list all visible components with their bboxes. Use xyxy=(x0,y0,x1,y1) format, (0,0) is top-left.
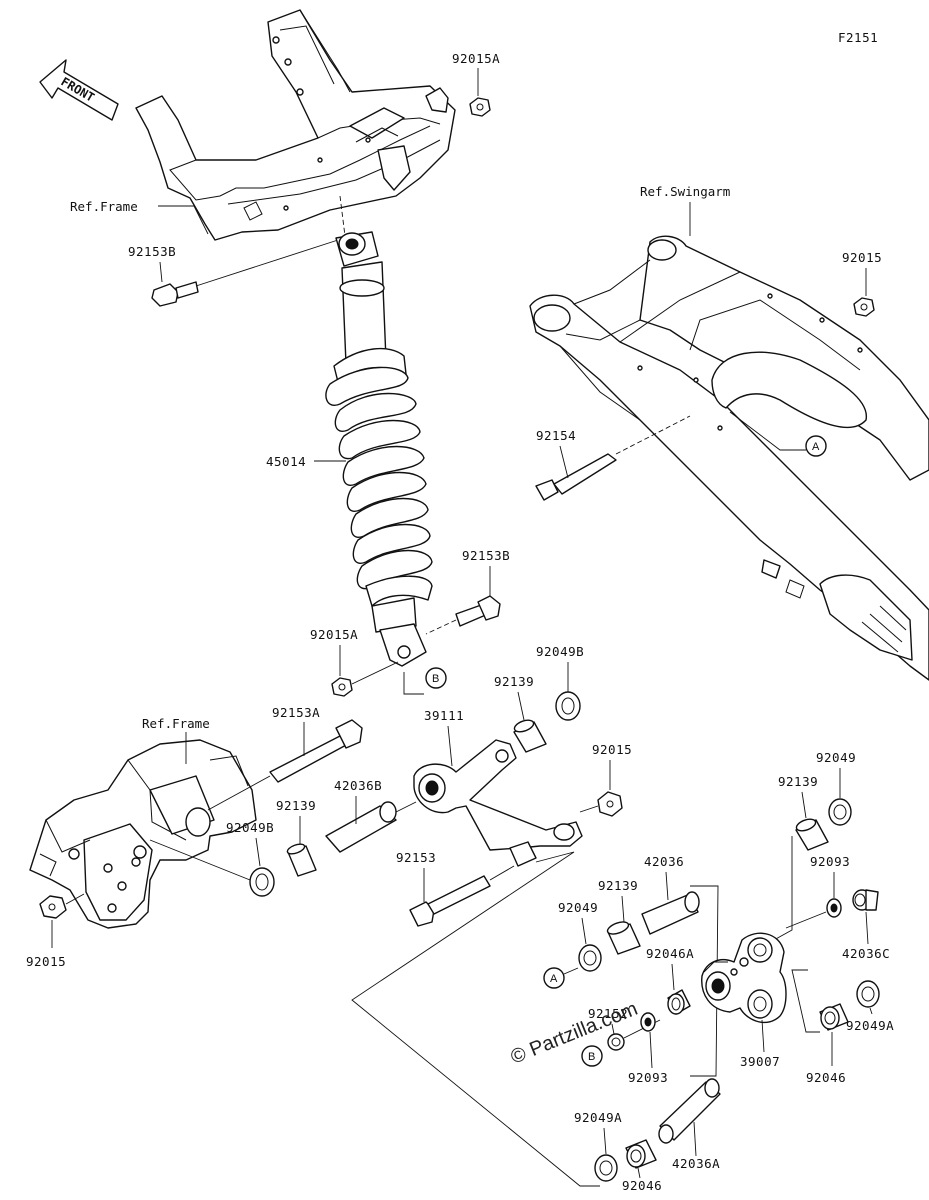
ref-frame-top-label: Ref.Frame xyxy=(70,199,138,214)
nut-92015-swingarm xyxy=(853,297,875,317)
bearing-92046-right xyxy=(819,1003,849,1031)
partzilla-watermark: © Partzilla.com xyxy=(508,998,641,1069)
label-92015A-low: 92015A xyxy=(310,627,358,642)
label-92153: 92153 xyxy=(396,850,436,865)
collar-42036C xyxy=(852,889,879,911)
label-45014: 45014 xyxy=(266,454,306,469)
seal-92049B-left xyxy=(249,867,275,897)
nut-92015A-low xyxy=(331,677,353,697)
sleeve-42036A xyxy=(658,1078,721,1144)
label-92049-left: 92049 xyxy=(558,900,598,915)
sleeve-42036B xyxy=(325,801,397,853)
label-92139-d: 92139 xyxy=(598,878,638,893)
shock-absorber-45014 xyxy=(325,231,433,667)
label-42036C: 42036C xyxy=(842,946,890,961)
label-92139-a: 92139 xyxy=(494,674,534,689)
label-92015-mid: 92015 xyxy=(592,742,632,757)
collar-92139-a xyxy=(513,719,547,753)
collar-92139-c xyxy=(795,818,829,851)
label-92046-low: 92046 xyxy=(622,1178,662,1193)
ring-92093-low xyxy=(640,1012,656,1032)
frame-top-illustration xyxy=(135,9,456,245)
label-92049B-left: 92049B xyxy=(226,820,274,835)
label-92154: 92154 xyxy=(536,428,576,443)
callout-b-shock: B xyxy=(432,673,439,685)
label-92049A-low: 92049A xyxy=(574,1110,622,1125)
bolt-92153A xyxy=(269,719,363,783)
bearing-92046-low xyxy=(625,1139,657,1169)
label-42036A: 42036A xyxy=(672,1156,720,1171)
bolt-92154 xyxy=(535,453,617,501)
label-92139-c: 92139 xyxy=(778,774,818,789)
label-39111: 39111 xyxy=(424,708,464,723)
frame-bottom-illustration xyxy=(29,739,257,929)
front-direction-arrow-icon: FRONT xyxy=(39,59,119,121)
label-92153B-low: 92153B xyxy=(462,548,510,563)
bolt-92153B-low xyxy=(455,595,501,627)
label-92046A: 92046A xyxy=(646,946,694,961)
label-42036: 42036 xyxy=(644,854,684,869)
nut-92015A-top xyxy=(469,97,491,117)
rocker-39007 xyxy=(701,932,787,1024)
bolt-92152 xyxy=(607,1033,625,1051)
collar-92139-b xyxy=(286,843,317,877)
seal-92049A-right xyxy=(856,980,880,1008)
tie-rod-39111 xyxy=(413,739,583,867)
label-92153A: 92153A xyxy=(272,705,320,720)
label-92049B-right: 92049B xyxy=(536,644,584,659)
label-92093-right: 92093 xyxy=(810,854,850,869)
swingarm-illustration xyxy=(529,235,929,681)
label-39007: 39007 xyxy=(740,1054,780,1069)
seal-92049B-right xyxy=(555,691,581,721)
label-92015A-top: 92015A xyxy=(452,51,500,66)
bolt-92153B-top xyxy=(151,281,199,307)
label-42036B: 42036B xyxy=(334,778,382,793)
label-92046-right: 92046 xyxy=(806,1070,846,1085)
callout-a-swingarm: A xyxy=(812,441,820,453)
ref-frame-bottom-label: Ref.Frame xyxy=(142,716,210,731)
label-92153B-top: 92153B xyxy=(128,244,176,259)
callout-b-rocker: B xyxy=(588,1051,595,1063)
ring-92093-right xyxy=(826,898,842,918)
label-92015-swingarm: 92015 xyxy=(842,250,882,265)
callout-a-rocker: A xyxy=(550,973,558,985)
ref-swingarm-label: Ref.Swingarm xyxy=(640,184,730,199)
label-92152: 92152 xyxy=(588,1006,628,1021)
label-92093-low: 92093 xyxy=(628,1070,668,1085)
seal-92049-left xyxy=(578,944,602,972)
nut-92015-left xyxy=(39,895,67,919)
label-92139-b: 92139 xyxy=(276,798,316,813)
sleeve-42036 xyxy=(641,891,700,935)
seal-92049A-low xyxy=(594,1154,618,1182)
seal-92049-right xyxy=(828,798,852,826)
label-92049-right: 92049 xyxy=(816,750,856,765)
label-92049A-right: 92049A xyxy=(846,1018,894,1033)
collar-92139-d xyxy=(606,921,641,955)
bolt-92153 xyxy=(409,875,491,927)
nut-92015-mid xyxy=(597,791,623,817)
bearing-92046A xyxy=(667,989,691,1015)
label-92015-left: 92015 xyxy=(26,954,66,969)
figure-code: F2151 xyxy=(838,30,878,45)
